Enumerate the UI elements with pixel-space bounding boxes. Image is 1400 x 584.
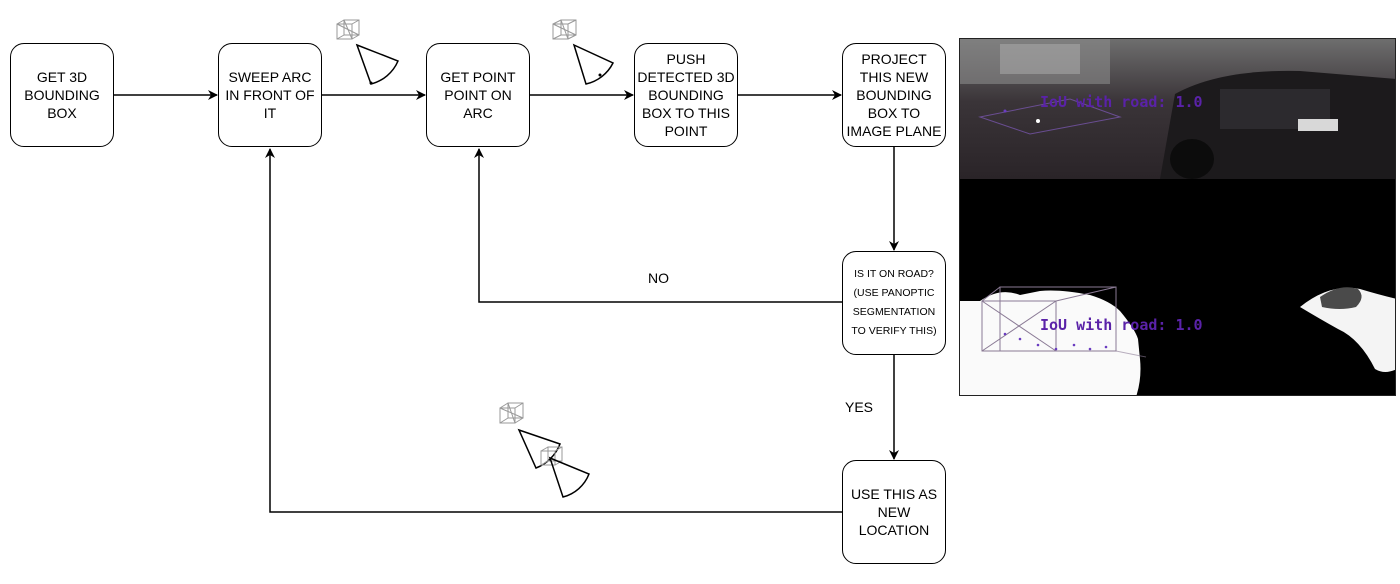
segmentation-view: IoU with road: 1.0 xyxy=(960,179,1395,395)
arrow-use-loop xyxy=(265,148,843,513)
node-get-point-label: GET POINT POINT ON ARC xyxy=(440,69,516,121)
edge-label-yes: YES xyxy=(845,399,874,415)
segmentation-iou-text: IoU with road: 1.0 xyxy=(1040,316,1203,334)
node-get-bbox: GET 3D BOUNDING BOX xyxy=(10,43,114,147)
node-project-bbox: PROJECT THIS NEW BOUNDING BOX TO IMAGE P… xyxy=(842,43,946,147)
camera-view: IoU with road: 1.0 xyxy=(960,39,1395,179)
example-image-panel: IoU with road: 1.0 IoU with road: xyxy=(959,38,1396,396)
node-get-bbox-label: GET 3D BOUNDING BOX xyxy=(24,69,100,121)
node-is-on-road-label: IS IT ON ROAD? (USE PANOPTIC SEGMENTATIO… xyxy=(851,268,937,337)
arrow-no-loop xyxy=(474,148,843,303)
node-sweep-arc: SWEEP ARC IN FRONT OF IT xyxy=(218,43,322,147)
camera-iou-text: IoU with road: 1.0 xyxy=(1040,93,1203,111)
cube-arc-sketch-3 xyxy=(499,402,590,498)
edge-label-no: NO xyxy=(648,270,669,286)
node-push-bbox: PUSH DETECTED 3D BOUNDING BOX TO THIS PO… xyxy=(634,43,738,147)
example-image-canvas: IoU with road: 1.0 IoU with road: xyxy=(960,39,1395,395)
node-sweep-arc-label: SWEEP ARC IN FRONT OF IT xyxy=(225,69,315,121)
node-is-on-road: IS IT ON ROAD? (USE PANOPTIC SEGMENTATIO… xyxy=(842,251,946,355)
cube-arc-sketch-1 xyxy=(336,19,399,85)
node-project-bbox-label: PROJECT THIS NEW BOUNDING BOX TO IMAGE P… xyxy=(846,51,942,139)
cube-arc-sketch-2 xyxy=(552,19,615,85)
node-use-location-label: USE THIS AS NEW LOCATION xyxy=(850,486,938,538)
node-get-point: GET POINT POINT ON ARC xyxy=(426,43,530,147)
node-push-bbox-label: PUSH DETECTED 3D BOUNDING BOX TO THIS PO… xyxy=(637,51,735,139)
node-use-location: USE THIS AS NEW LOCATION xyxy=(842,460,946,564)
